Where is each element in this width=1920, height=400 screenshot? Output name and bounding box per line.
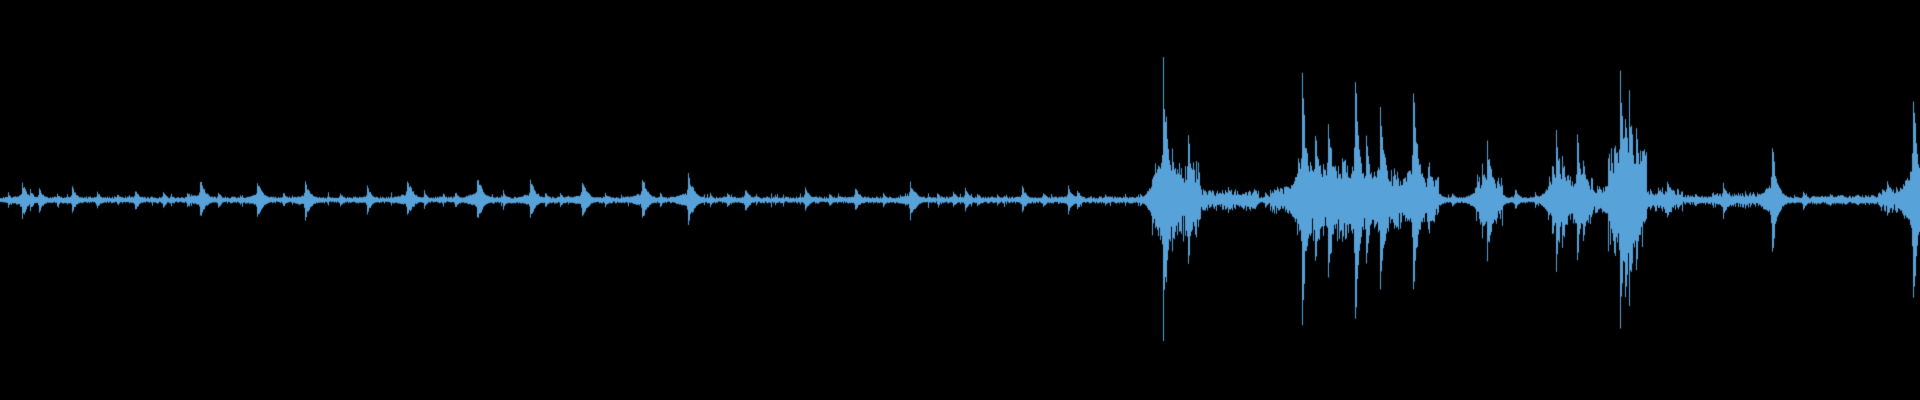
waveform-panel <box>0 0 1920 400</box>
audio-waveform-canvas <box>0 0 1920 400</box>
